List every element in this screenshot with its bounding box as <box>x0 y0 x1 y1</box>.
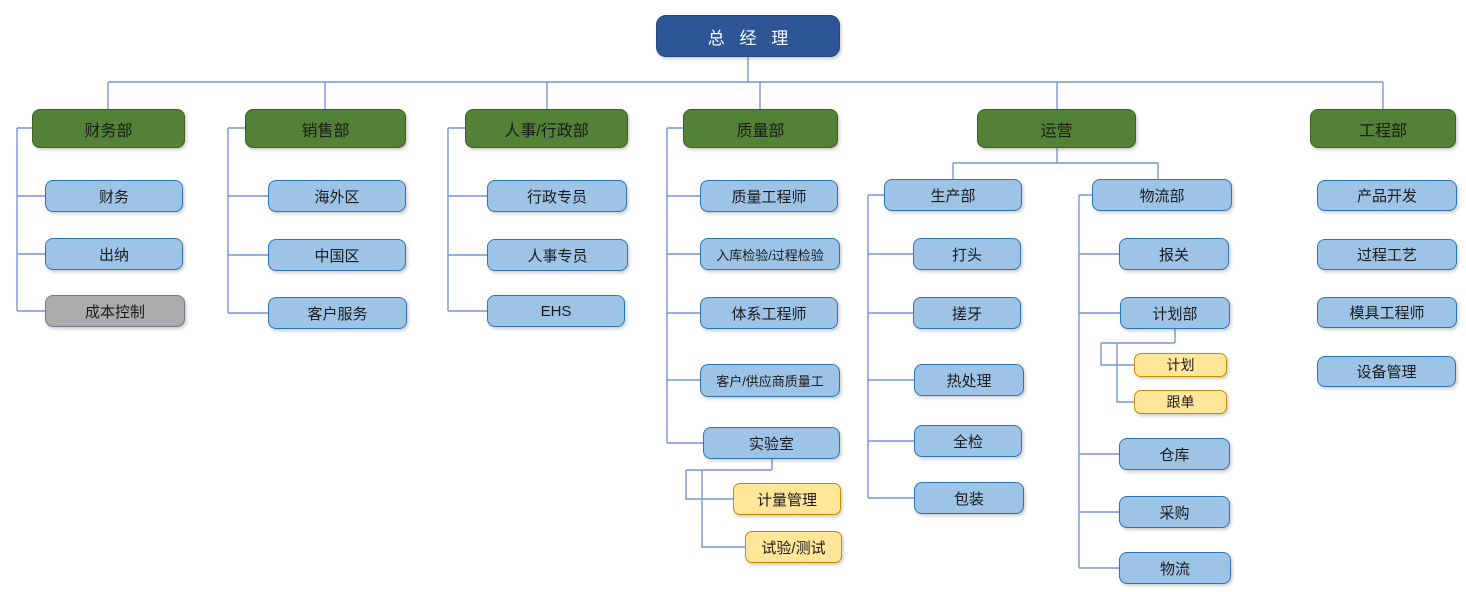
node-customs-declaration: 报关 <box>1119 238 1229 270</box>
node-purchasing: 采购 <box>1119 496 1230 528</box>
node-full-inspection: 全检 <box>914 425 1022 457</box>
node-overseas-region: 海外区 <box>268 180 406 212</box>
node-hr-specialist: 人事专员 <box>487 239 628 271</box>
node-customer-supplier-quality: 客户/供应商质量工 <box>700 364 840 397</box>
node-finance: 财务 <box>45 180 183 212</box>
dept-quality: 质量部 <box>683 109 838 148</box>
node-customer-service: 客户服务 <box>268 297 407 329</box>
node-incoming-process-inspection: 入库检验/过程检验 <box>700 238 840 270</box>
node-packaging: 包装 <box>914 482 1024 514</box>
node-logistics: 物流 <box>1119 552 1231 584</box>
node-cashier: 出纳 <box>45 238 183 270</box>
node-product-development: 产品开发 <box>1317 180 1457 211</box>
node-equipment-management: 设备管理 <box>1317 356 1456 387</box>
dept-operations: 运营 <box>977 109 1136 148</box>
dept-engineering: 工程部 <box>1310 109 1456 148</box>
node-thread-rolling: 搓牙 <box>913 297 1021 329</box>
dept-hr-admin: 人事/行政部 <box>465 109 628 148</box>
node-mold-engineer: 模具工程师 <box>1317 297 1457 328</box>
node-production-dept: 生产部 <box>884 179 1022 211</box>
node-general-manager: 总 经 理 <box>656 15 840 57</box>
node-metrology-management: 计量管理 <box>733 483 841 515</box>
node-ehs: EHS <box>487 295 625 327</box>
node-logistics-dept: 物流部 <box>1092 179 1232 211</box>
node-cost-control: 成本控制 <box>45 295 185 327</box>
node-planning: 计划 <box>1134 353 1227 377</box>
node-order-following: 跟单 <box>1134 390 1227 414</box>
node-cold-heading: 打头 <box>913 238 1021 270</box>
node-planning-dept: 计划部 <box>1120 297 1230 329</box>
node-quality-engineer: 质量工程师 <box>700 180 838 212</box>
node-test-and-testing: 试验/测试 <box>745 531 842 563</box>
node-china-region: 中国区 <box>268 239 406 271</box>
node-laboratory: 实验室 <box>703 427 840 459</box>
node-admin-specialist: 行政专员 <box>487 180 627 212</box>
node-system-engineer: 体系工程师 <box>700 297 838 329</box>
node-warehouse: 仓库 <box>1119 438 1230 470</box>
node-heat-treatment: 热处理 <box>914 364 1024 396</box>
dept-finance: 财务部 <box>32 109 185 148</box>
dept-sales: 销售部 <box>245 109 406 148</box>
node-process-engineering: 过程工艺 <box>1317 239 1457 270</box>
